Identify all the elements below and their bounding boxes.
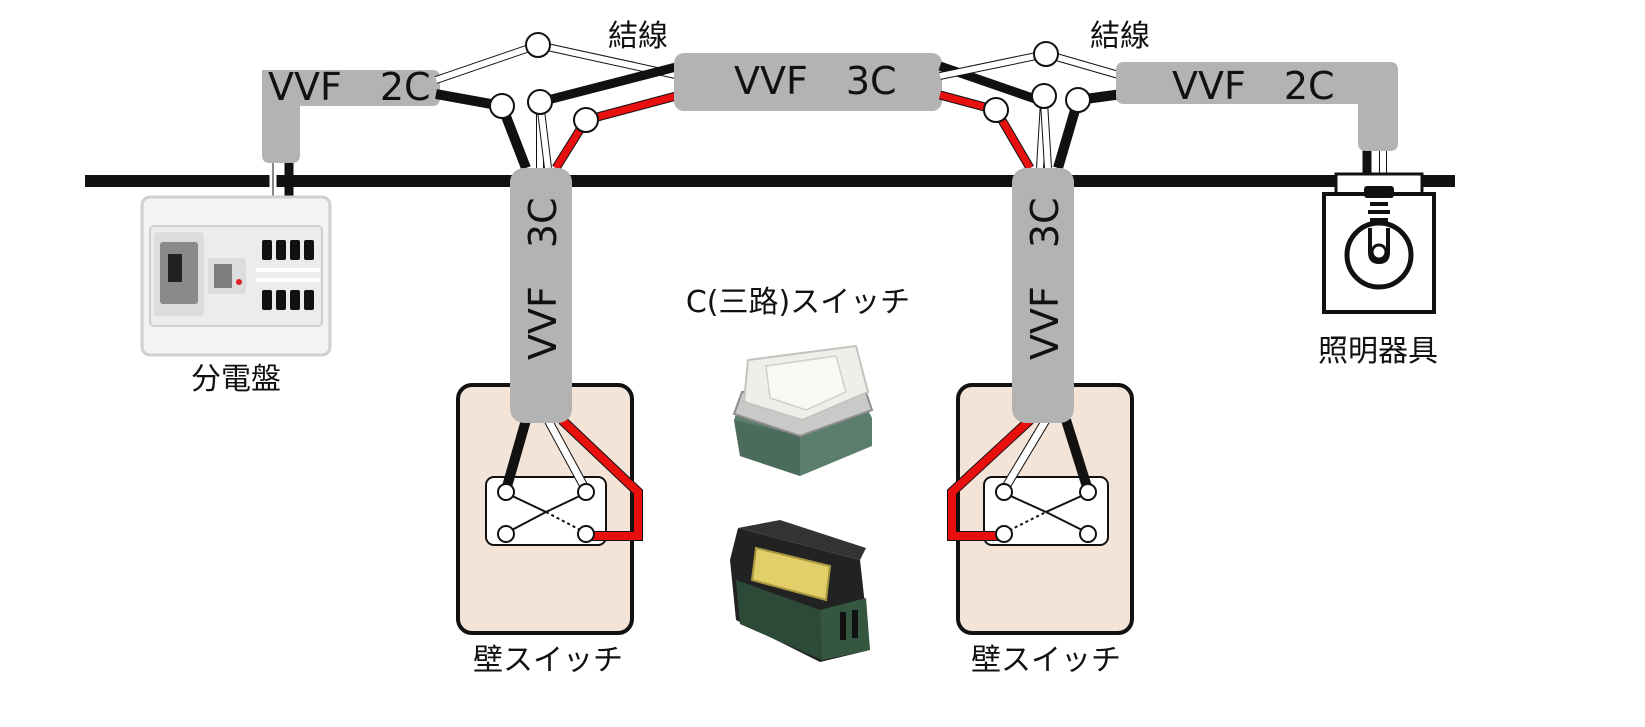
- wall-switch-left-label: 壁スイッチ: [473, 643, 623, 678]
- cable-top-mid-label: VVF 3C: [734, 59, 897, 103]
- light-bulb-icon: [1322, 172, 1436, 314]
- three-way-switch-back-icon: [730, 520, 870, 662]
- breaker-panel-label: 分電盤: [191, 362, 281, 397]
- cable-top-left-label: VVF 2C: [268, 65, 431, 109]
- cable-vert-right-label: VVF 3C: [1023, 197, 1067, 360]
- cable-top-right: VVF 2C: [1116, 62, 1398, 180]
- light-fixture-label: 照明器具: [1318, 334, 1438, 369]
- three-way-switch-front-icon: [732, 344, 874, 476]
- cable-vert-left: VVF 3C: [510, 168, 572, 423]
- junction-right-label: 結線: [1090, 19, 1150, 54]
- cable-top-mid: VVF 3C: [674, 53, 942, 111]
- wall-switch-left: [456, 383, 643, 635]
- junction-left-wires: [434, 32, 682, 171]
- switch-type-label: C(三路)スイッチ: [686, 285, 910, 320]
- cable-top-right-label: VVF 2C: [1172, 64, 1335, 108]
- cable-vert-right: VVF 3C: [1012, 168, 1074, 423]
- cable-top-left: VVF 2C: [262, 65, 440, 200]
- wall-switch-right-label: 壁スイッチ: [971, 643, 1121, 678]
- junction-right-wires: [938, 41, 1124, 171]
- cable-vert-left-label: VVF 3C: [521, 197, 565, 360]
- junction-left-label: 結線: [608, 19, 668, 54]
- breaker-panel-icon: [140, 195, 332, 357]
